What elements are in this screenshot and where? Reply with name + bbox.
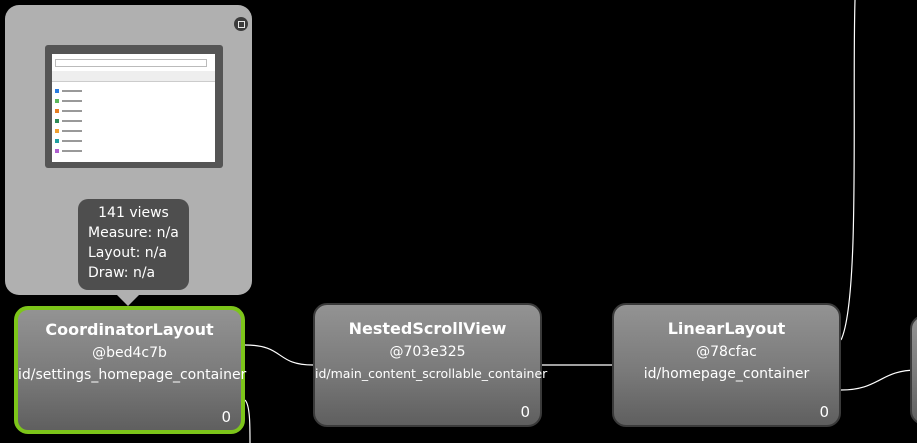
node-hash: @bed4c7b: [92, 345, 167, 361]
maximize-icon[interactable]: [234, 17, 248, 31]
view-stats-box: 141 views Measure: n/a Layout: n/a Draw:…: [78, 199, 189, 290]
node-id: id/homepage_container: [643, 366, 810, 382]
wire-linearlayout-to-top: [840, 0, 856, 341]
view-preview-panel: 141 views Measure: n/a Layout: n/a Draw:…: [5, 5, 252, 295]
views-count: 141 views: [98, 205, 169, 221]
node-id: id/settings_homepage_container: [18, 367, 247, 383]
thumbnail-screen: [52, 54, 215, 162]
layout-thumbnail: [45, 45, 223, 168]
preview-pointer: [116, 294, 140, 306]
thumbnail-row: [55, 129, 85, 133]
node-title: CoordinatorLayout: [45, 320, 214, 339]
wire-linearlayout-to-right: [840, 369, 917, 391]
thumbnail-row: [55, 89, 85, 93]
node-child-count: 0: [819, 403, 829, 421]
thumbnail-row: [55, 109, 85, 113]
thumbnail-row: [55, 149, 85, 153]
node-title: LinearLayout: [667, 319, 786, 338]
node-linearlayout[interactable]: LinearLayout @78cfac id/homepage_contain…: [612, 303, 841, 427]
node-title: NestedScrollView: [348, 319, 507, 338]
node-hash: @703e325: [389, 344, 466, 360]
draw-time: Draw: n/a: [88, 265, 156, 281]
node-partial-offscreen[interactable]: [910, 315, 917, 425]
thumbnail-row: [55, 139, 85, 143]
node-coordinatorlayout[interactable]: CoordinatorLayout @bed4c7b id/settings_h…: [14, 306, 247, 434]
thumbnail-row: [55, 119, 85, 123]
node-child-count: 0: [221, 408, 231, 426]
node-id: id/main_content_scrollable_container: [315, 366, 548, 381]
measure-time: Measure: n/a: [88, 225, 179, 241]
node-hash: @78cfac: [696, 344, 757, 360]
thumbnail-row: [55, 99, 85, 103]
thumbnail-search-box: [55, 59, 207, 67]
wire-coordinator-to-nestedscroll: [244, 344, 314, 366]
wire-coordinator-to-below: [244, 399, 251, 443]
thumbnail-header: [52, 71, 215, 82]
layout-time: Layout: n/a: [88, 245, 167, 261]
node-child-count: 0: [520, 403, 530, 421]
node-nestedscrollview[interactable]: NestedScrollView @703e325 id/main_conten…: [313, 303, 548, 427]
